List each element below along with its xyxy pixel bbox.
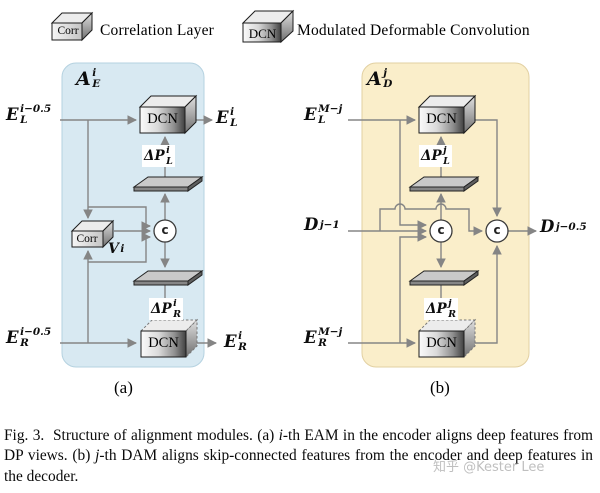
conv-plate-b-bottom	[408, 270, 480, 286]
subfigure-caption-b: (b)	[430, 378, 450, 397]
panel-b-background	[361, 62, 530, 368]
legend-dcn-box-label: DCN	[248, 26, 277, 41]
dcn-box-a-top	[138, 94, 198, 135]
watermark: 知乎 @Kester Lee	[433, 460, 545, 475]
caption-segment: Fig. 3. Structure of alignment modules. …	[4, 427, 279, 444]
input-label-d-b: D j−1	[304, 215, 340, 234]
legend-dcn-cube	[241, 9, 295, 44]
concat-letter-b-left: c	[437, 223, 445, 237]
caption-segment: -th DAM aligns skip-connected features f…	[4, 447, 593, 485]
concat-circle-b-right	[485, 219, 509, 243]
dcn-box-a-bottom	[139, 318, 199, 359]
legend-corr-box-label: Corr	[57, 25, 79, 37]
concat-circle-b-left	[429, 219, 453, 243]
corr-output-label-v: V i	[108, 241, 125, 257]
panel-b-arrows	[348, 115, 538, 348]
dcn-box-label-b-bottom: DCN	[426, 335, 457, 351]
dcn-box-b-bottom	[417, 318, 477, 359]
output-label-d-b: D j−0.5	[540, 217, 587, 236]
caption-segment-italic-j: j	[95, 447, 100, 465]
conv-plate-a-bottom	[132, 270, 204, 286]
conv-plate-a-top	[132, 176, 204, 192]
panel-a-arrows	[60, 115, 218, 348]
figure-caption: Fig. 3. Structure of alignment modules. …	[4, 426, 593, 487]
caption-segment-italic-i: i	[278, 427, 283, 444]
dcn-box-label-a-top: DCN	[147, 111, 178, 127]
subfigure-caption-a: (a)	[114, 378, 133, 397]
conv-plate-b-top	[408, 176, 480, 192]
concat-letter-b-right: c	[493, 223, 501, 237]
dcn-box-b-top	[417, 94, 477, 135]
legend-corr-cube	[50, 11, 94, 42]
corr-box-a	[70, 219, 115, 249]
corr-box-label-a: Corr	[76, 233, 98, 245]
concat-circle-a	[153, 219, 177, 243]
dcn-box-label-b-top: DCN	[426, 111, 457, 127]
legend-dcn-label: Modulated Deformable Convolution	[297, 22, 530, 39]
caption-segment: -th EAM in the encoder aligns deep featu…	[4, 427, 593, 465]
concat-letter-a: c	[161, 223, 169, 237]
dcn-box-label-a-bottom: DCN	[148, 335, 179, 351]
legend-corr-label: Correlation Layer	[100, 22, 215, 39]
